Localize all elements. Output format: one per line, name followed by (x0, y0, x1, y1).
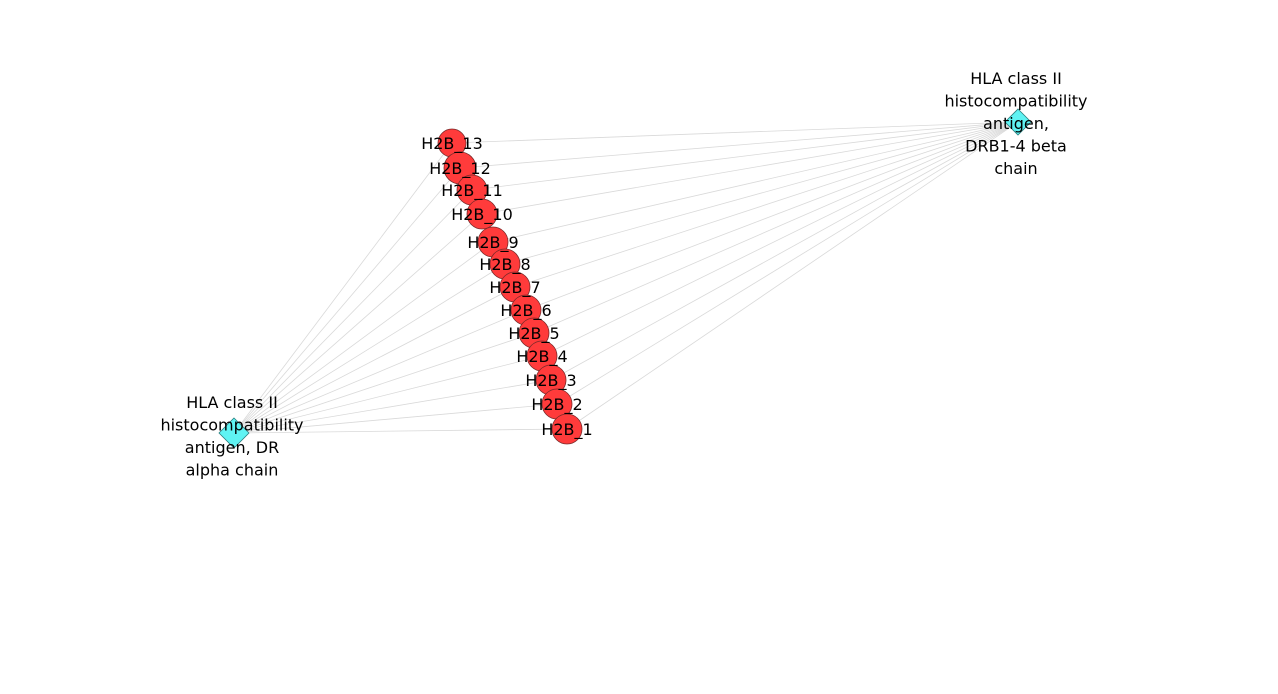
peptide-label: H2B_1 (541, 420, 592, 440)
peptide-label: H2B_10 (451, 205, 513, 225)
edge-drb-h2b-10 (481, 121, 1019, 215)
protein-label-line: chain (994, 159, 1037, 178)
edge-dra-h2b-7 (233, 286, 516, 434)
edge-drb-h2b-7 (514, 121, 1019, 288)
protein-label-line: HLA class II (970, 69, 1062, 88)
protein-node-dra[interactable] (218, 417, 250, 449)
peptide-label: H2B_4 (516, 347, 567, 367)
edge-dra-h2b-4 (233, 355, 543, 434)
peptide-label: H2B_8 (479, 255, 530, 275)
peptide-label: H2B_3 (525, 371, 576, 391)
protein-label-line: histocompatibility (160, 416, 303, 435)
edge-drb-h2b-4 (541, 121, 1019, 357)
edge-drb-h2b-5 (533, 121, 1019, 334)
edge-dra-h2b-13 (233, 142, 453, 434)
edge-dra-h2b-6 (233, 309, 527, 434)
protein-label-line: antigen, (983, 114, 1049, 133)
edge-drb-h2b-11 (471, 121, 1019, 191)
peptide-node-h2b-10[interactable] (466, 198, 498, 230)
protein-label-line: alpha chain (186, 461, 279, 480)
peptide-label: H2B_2 (531, 395, 582, 415)
edge-dra-h2b-3 (233, 379, 552, 434)
edge-dra-h2b-1 (233, 428, 568, 434)
edge-drb-h2b-2 (556, 121, 1019, 405)
edge-drb-h2b-12 (459, 121, 1019, 169)
peptide-label: H2B_7 (489, 278, 540, 298)
node-layer (218, 108, 1032, 449)
peptide-label: H2B_12 (429, 159, 491, 179)
edge-drb-h2b-13 (451, 121, 1019, 144)
protein-node-drb[interactable] (1004, 108, 1032, 136)
edge-drb-h2b-8 (504, 121, 1019, 265)
peptide-label: H2B_11 (441, 181, 503, 201)
protein-label-dra: HLA class II histocompatibility antigen, D… (160, 393, 303, 480)
edge-drb-h2b-3 (550, 121, 1019, 381)
protein-label-line: antigen, DR (185, 438, 279, 457)
edge-drb-h2b-6 (525, 121, 1019, 311)
edge-dra-h2b-5 (233, 332, 535, 434)
peptide-label: H2B_5 (508, 324, 559, 344)
peptide-label: H2B_6 (500, 301, 551, 321)
peptide-label: H2B_13 (421, 134, 483, 154)
label-layer: H2B_13H2B_12H2B_11H2B_10H2B_9H2B_8H2B_7H… (160, 69, 1087, 480)
edge-drb-h2b-9 (492, 121, 1019, 243)
protein-label-line: histocompatibility (944, 92, 1087, 111)
edge-dra-h2b-10 (233, 213, 483, 434)
edge-dra-h2b-2 (233, 403, 558, 434)
protein-label-drb: HLA class II histocompatibility antigen, DR… (944, 69, 1087, 178)
peptide-label: H2B_9 (467, 233, 518, 253)
peptide-node-h2b-1[interactable] (551, 413, 583, 445)
edge-dra-h2b-8 (233, 263, 506, 434)
edge-dra-h2b-9 (233, 241, 494, 434)
protein-label-line: HLA class II (186, 393, 278, 412)
edge-drb-h2b-1 (566, 121, 1019, 430)
edge-dra-h2b-11 (233, 189, 473, 434)
edge-dra-h2b-12 (233, 167, 461, 434)
edge-layer (233, 121, 1019, 434)
protein-label-line: DRB1-4 beta (965, 137, 1067, 156)
